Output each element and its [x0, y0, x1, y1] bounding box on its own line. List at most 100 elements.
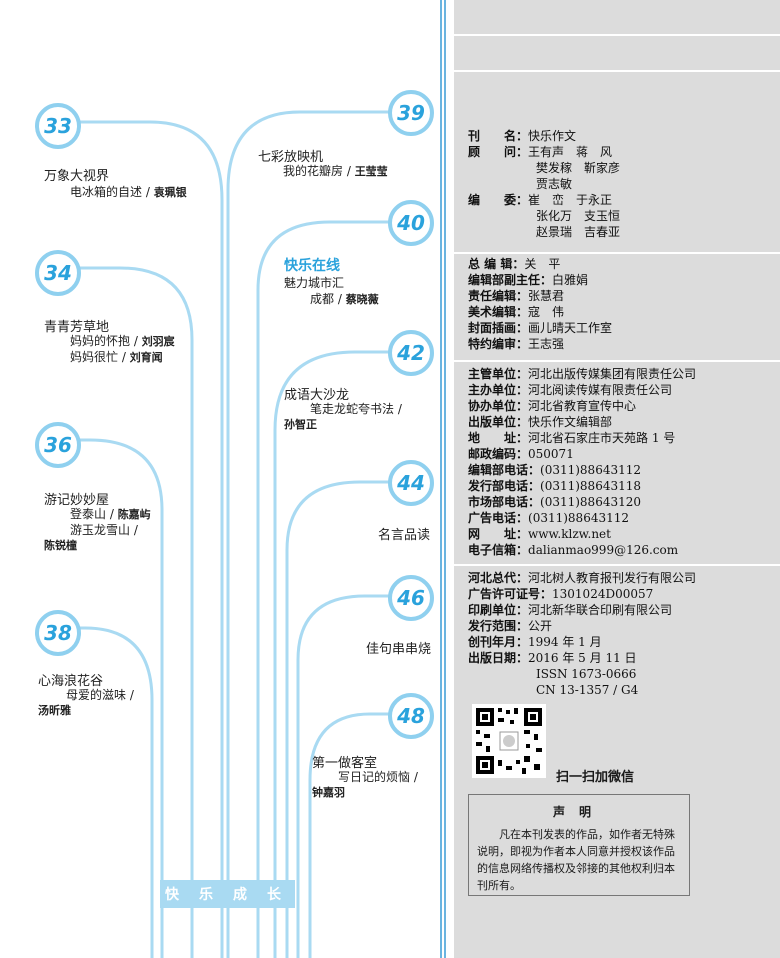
- masthead-label: 地 址：: [468, 431, 529, 445]
- masthead-row: 编辑部电话：(0311)88643112: [468, 462, 641, 478]
- masthead-row: 编辑部副主任：白雅娟: [468, 272, 588, 288]
- page-badge-34: 34: [35, 250, 81, 296]
- masthead-row: 特约编审：王志强: [468, 336, 564, 352]
- section-title: 第一做客室: [312, 756, 378, 771]
- toc-entry[interactable]: 登泰山 / 陈嘉屿: [70, 507, 151, 521]
- toc-entry[interactable]: 妈妈很忙 / 刘育闻: [70, 350, 163, 364]
- masthead-label: 出版单位：: [468, 415, 529, 429]
- masthead-label: 河北总代：: [468, 571, 529, 585]
- toc-entry[interactable]: 写日记的烦恼 /: [338, 770, 418, 784]
- masthead-value: 河北树人教育报刊发行有限公司: [528, 571, 697, 585]
- section-title: 七彩放映机: [258, 150, 324, 165]
- masthead-row: 编 委：崔 峦 于永正: [468, 192, 612, 208]
- masthead-label: 印刷单位：: [468, 603, 529, 617]
- toc-entry[interactable]: 笔走龙蛇夸书法 /: [310, 402, 402, 416]
- masthead-label: 市场部电话：: [468, 495, 541, 509]
- page-badge-48: 48: [388, 693, 434, 739]
- masthead-label: 编 委：: [468, 193, 529, 207]
- toc-author: 孙智正: [284, 418, 317, 431]
- masthead-row: 出版单位：快乐作文编辑部: [468, 414, 612, 430]
- notice-title: 声明: [552, 805, 605, 819]
- masthead-row: 总 编 辑：关 平: [468, 256, 560, 272]
- masthead-value: (0311)88643112: [540, 463, 641, 477]
- masthead-value: 2016 年 5 月 11 日: [528, 651, 637, 665]
- masthead-value: 河北省石家庄市天苑路 1 号: [528, 431, 676, 445]
- masthead-label: 顾 问：: [468, 145, 529, 159]
- section-title: 游记妙妙屋: [44, 493, 110, 508]
- masthead-value: 河北出版传媒集团有限责任公司: [528, 367, 697, 381]
- masthead-row: 主管单位：河北出版传媒集团有限责任公司: [468, 366, 696, 382]
- toc-author: 钟嘉羽: [312, 786, 345, 799]
- toc-entry[interactable]: 电冰箱的自述 / 袁珮银: [70, 185, 187, 199]
- masthead-panel: 刊 名：快乐作文顾 问：王有声 蒋 风樊发稼 靳家彦贾志敏编 委：崔 峦 于永正…: [454, 0, 780, 958]
- toc-entry[interactable]: 妈妈的怀抱 / 刘羽宸: [70, 334, 175, 348]
- branch-44: [285, 480, 410, 958]
- page-badge-46: 46: [388, 575, 434, 621]
- masthead-label: 编辑部电话：: [468, 463, 541, 477]
- masthead-label: 协办单位：: [468, 399, 529, 413]
- masthead-value: 王志强: [528, 337, 565, 351]
- masthead-label: 发行范围：: [468, 619, 529, 633]
- masthead-label: 总 编 辑：: [468, 257, 525, 271]
- masthead-value: 王有声 蒋 风: [528, 145, 613, 159]
- masthead-value: 1994 年 1 月: [528, 635, 602, 649]
- masthead-label: 刊 名：: [468, 129, 529, 143]
- masthead-value: 河北阅读传媒有限责任公司: [528, 383, 673, 397]
- masthead-row: 樊发稼 靳家彦: [468, 160, 620, 176]
- section-title: 万象大视界: [44, 169, 110, 184]
- masthead-row: 顾 问：王有声 蒋 风: [468, 144, 612, 160]
- branch-46: [296, 594, 410, 958]
- masthead-value[interactable]: www.klzw.net: [528, 527, 611, 541]
- branch-39: [226, 110, 410, 958]
- copyright-notice: 声明 凡在本刊发表的作品，如作者无特殊说明，即视为作者本人同意并授权该作品的信息…: [468, 794, 690, 896]
- masthead-value: 张慧君: [528, 289, 565, 303]
- qr-label: 扫一扫加微信: [556, 770, 635, 785]
- toc-entry[interactable]: 我的花瓣房 / 王莹莹: [283, 164, 388, 178]
- masthead-row: 封面插画：画儿晴天工作室: [468, 320, 612, 336]
- masthead-label: 电子信箱：: [468, 543, 529, 557]
- masthead-label: 美术编辑：: [468, 305, 529, 319]
- masthead-label: 编辑部副主任：: [468, 273, 553, 287]
- masthead-label: 特约编审：: [468, 337, 529, 351]
- toc-entry[interactable]: 游玉龙雪山 /: [70, 523, 138, 537]
- masthead-label: 封面插画：: [468, 321, 529, 335]
- toc-entry[interactable]: 成都 / 蔡晓薇: [310, 292, 379, 306]
- masthead-value: 关 平: [524, 257, 561, 271]
- masthead-value: 寇 伟: [528, 305, 565, 319]
- qr-icon: [472, 704, 546, 778]
- masthead-row: 张化万 支玉恒: [468, 208, 620, 224]
- masthead-value: 赵景瑞 吉春亚: [536, 225, 621, 239]
- section-title: 青青芳草地: [44, 320, 110, 335]
- masthead-row: 邮政编码：050071: [468, 446, 574, 462]
- section-title: 成语大沙龙: [284, 388, 350, 403]
- masthead-row: 广告电话：(0311)88643112: [468, 510, 629, 526]
- section-divider: [454, 252, 780, 254]
- table-of-contents: 33 34 36 38 39 40 42 44 46 48 万象大视界 电冰箱的…: [35, 90, 434, 958]
- column-label-char: 长: [267, 887, 281, 903]
- wechat-qr-code[interactable]: [472, 704, 546, 778]
- branch-40: [256, 220, 410, 958]
- column-label-char: 快: [165, 887, 179, 903]
- toc-entry[interactable]: 母爱的滋味 /: [66, 688, 134, 702]
- masthead-value: 快乐作文: [528, 129, 577, 143]
- masthead-row: 市场部电话：(0311)88643120: [468, 494, 641, 510]
- column-label-char: 成: [233, 887, 247, 903]
- masthead-value: (0311)88643112: [528, 511, 629, 525]
- masthead-value: (0311)88643118: [540, 479, 641, 493]
- branch-34: [60, 266, 194, 958]
- page-divider: [440, 0, 446, 958]
- header-band-line: [454, 34, 780, 36]
- branch-38: [60, 626, 154, 958]
- toc-author: 汤昕雅: [38, 704, 71, 717]
- toc-subsection: 魅力城市汇: [284, 276, 345, 290]
- header-band-line: [454, 70, 780, 72]
- masthead-row: 发行部电话：(0311)88643118: [468, 478, 641, 494]
- section-divider: [454, 360, 780, 362]
- masthead-value[interactable]: dalianmao999@126.com: [528, 543, 679, 557]
- section-title: 名言品读: [378, 528, 431, 543]
- masthead-label: 主办单位：: [468, 383, 529, 397]
- section-title: 佳句串串烧: [366, 642, 432, 657]
- masthead-label: 创刊年月：: [468, 635, 529, 649]
- page-badge-42: 42: [388, 330, 434, 376]
- masthead-label: 主管单位：: [468, 367, 529, 381]
